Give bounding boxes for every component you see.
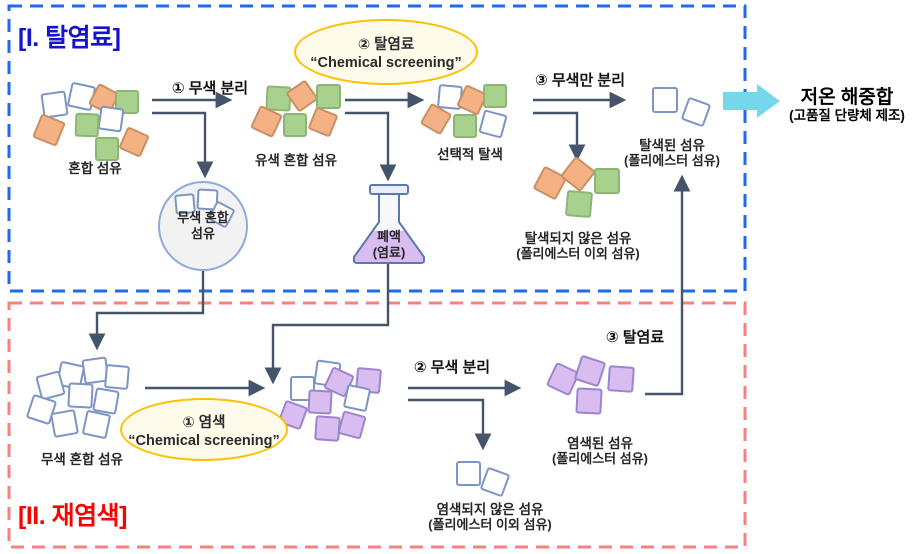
outcome-arrow-icon bbox=[723, 84, 780, 118]
not-dyed-fiber-cluster-square bbox=[479, 466, 511, 498]
flask-outline bbox=[353, 192, 425, 264]
not-decolored-fiber-cluster-square bbox=[559, 155, 597, 193]
chemical-screening-ellipse-2: ① 염색 “Chemical screening” bbox=[120, 398, 288, 461]
decolored-fiber-sublabel: (폴리에스터 섬유) bbox=[624, 153, 720, 168]
chemical-screening-ellipse-1: ② 탈염료 “Chemical screening” bbox=[294, 19, 478, 85]
section2-dashed-border bbox=[7, 301, 747, 549]
mixed-fiber-cluster-square bbox=[118, 126, 150, 158]
flask-liquid bbox=[354, 231, 424, 263]
selective-decolor-label: 선택적 탈색 bbox=[437, 147, 503, 162]
selective-decolor-cluster-square bbox=[478, 109, 508, 139]
colorless-mixed-fiber-label: 무색 혼합 섬유 bbox=[40, 452, 124, 467]
flask-node-label: 폐액 (염료) bbox=[373, 229, 406, 262]
colorless-mixed-fiber-cluster-square bbox=[67, 382, 94, 409]
colorless-mixed-fiber-cluster-square bbox=[103, 363, 131, 391]
arrow-circle-to-section2 bbox=[88, 271, 205, 351]
circle-node-label: 무색 혼합 섬유 bbox=[177, 210, 228, 243]
decolored-fiber-cluster-square bbox=[652, 87, 678, 113]
flask-label-line1: 폐액 bbox=[377, 229, 401, 244]
section1-dashed-border bbox=[7, 4, 747, 293]
colorless-mixed-fiber-cluster-square bbox=[50, 409, 79, 438]
not-decolored-fiber-cluster-square bbox=[532, 165, 568, 201]
not-decolored-fiber-cluster-square bbox=[594, 168, 620, 194]
step1-label: ① 무색 분리 bbox=[171, 80, 249, 97]
selective-decolor-cluster-square bbox=[453, 114, 477, 138]
section1-title: [I. 탈염료] bbox=[18, 24, 121, 52]
not-dyed-fiber-sublabel: (폴리에스터 이외 섬유) bbox=[428, 517, 552, 532]
step3-label: ③ 무색만 분리 bbox=[534, 72, 626, 89]
dyed-fiber-label: 염색된 섬유 bbox=[567, 436, 633, 451]
decolored-fiber-label: 탈색된 섬유 bbox=[639, 138, 705, 153]
not-decolored-fiber-sublabel: (폴리에스터 이외 섬유) bbox=[516, 246, 640, 261]
mixed-fiber-cluster-square bbox=[97, 105, 125, 133]
circle-label-line1: 무색 혼합 bbox=[177, 210, 229, 225]
bottom-step2-label: ② 무색 분리 bbox=[413, 359, 491, 376]
colorless-mixed-fiber-cluster-square bbox=[81, 409, 112, 440]
not-dyed-fiber-label: 염색되지 않은 섬유 bbox=[436, 502, 544, 517]
outcome-title: 저온 해중합 bbox=[800, 87, 894, 108]
arrow-to-circle bbox=[152, 111, 214, 179]
section2-title: [II. 재염색] bbox=[18, 502, 127, 530]
dyed-fiber-cluster-square bbox=[575, 387, 603, 415]
colored-mixed-fiber-cluster-square bbox=[283, 113, 307, 137]
mixed-fiber-cluster-square bbox=[95, 137, 119, 161]
ellipse1-step-label: ② 탈염료 bbox=[357, 37, 415, 53]
bottom-step3-label: ③ 탈염료 bbox=[605, 329, 665, 346]
decolored-fiber-cluster-square bbox=[680, 96, 712, 128]
dyed-fiber-cluster-square bbox=[573, 354, 607, 388]
mixed-fiber-cluster-square bbox=[74, 112, 100, 138]
mixed-fiber-label: 혼합 섬유 bbox=[68, 161, 122, 176]
mixed-fiber-cluster-square bbox=[32, 113, 66, 147]
not-decolored-fiber-label: 탈색되지 않은 섬유 bbox=[524, 231, 632, 246]
colored-mixed-fiber-cluster-square bbox=[307, 106, 339, 138]
not-dyed-fiber-cluster-square bbox=[456, 461, 481, 486]
colored-mixed-fiber-label: 유색 혼합 섬유 bbox=[254, 153, 338, 168]
dyed-mixed-cluster-square bbox=[337, 410, 367, 440]
arrow-flask-to-section2 bbox=[264, 264, 390, 385]
flask-lip bbox=[369, 184, 409, 195]
colored-mixed-fiber-cluster-square bbox=[316, 84, 341, 109]
arrow-to-not-decolored bbox=[533, 111, 586, 162]
dyed-fiber-sublabel: (폴리에스터 섬유) bbox=[552, 451, 648, 466]
ellipse1-screening-label: “Chemical screening” bbox=[310, 55, 462, 71]
arrow-to-not-dyed bbox=[408, 398, 492, 451]
dyed-fiber-cluster-square bbox=[607, 365, 635, 393]
dyed-mixed-cluster-square bbox=[307, 389, 333, 415]
arrow-dyed-up-to-decolored bbox=[645, 174, 691, 396]
ellipse2-screening-label: “Chemical screening” bbox=[128, 432, 280, 449]
flask-label-line2: (염료) bbox=[372, 245, 406, 261]
outcome-subtitle: (고품질 단량체 제조) bbox=[789, 108, 905, 123]
selective-decolor-cluster-square bbox=[483, 84, 507, 108]
ellipse2-step-label: ① 염색 bbox=[182, 414, 226, 431]
circle-label-line2: 섬유 bbox=[191, 226, 215, 242]
colored-mixed-fiber-cluster-square bbox=[265, 85, 292, 112]
not-decolored-fiber-cluster-square bbox=[564, 189, 594, 219]
dyed-mixed-cluster-square bbox=[342, 383, 372, 413]
dyed-mixed-cluster-square bbox=[314, 415, 341, 442]
arrow-to-flask bbox=[345, 111, 397, 182]
